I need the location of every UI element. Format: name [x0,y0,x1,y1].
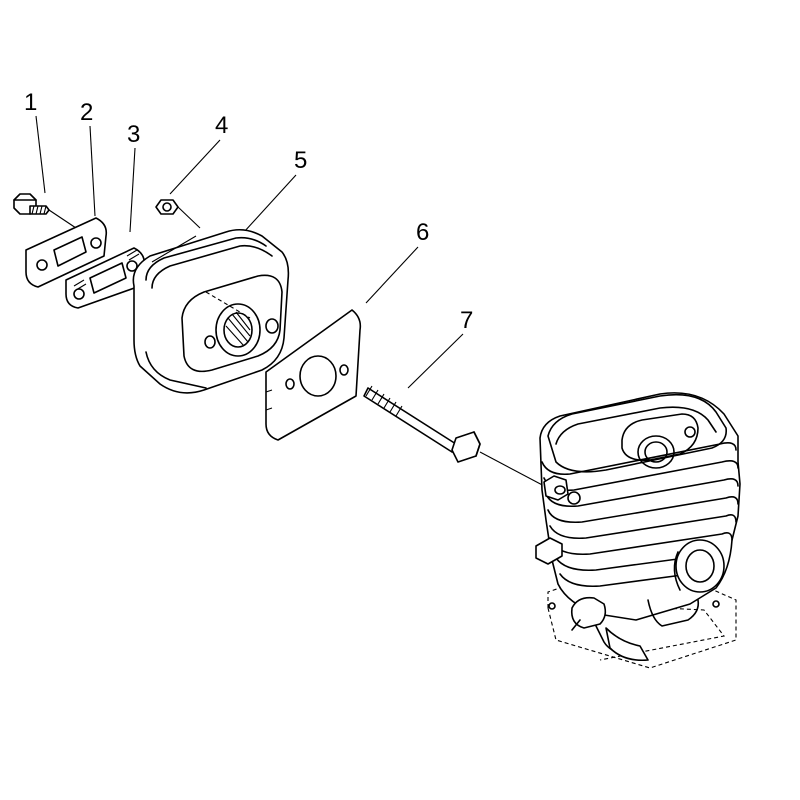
leader-line-7 [407,333,464,389]
callout-5: 5 [243,147,307,233]
callout-label-7: 7 [460,307,473,334]
gasket-part [265,309,362,441]
front-plate-part [25,217,108,288]
callout-3: 3 [127,121,140,233]
callout-7: 7 [407,307,473,389]
callout-6: 6 [365,219,429,304]
leader-line-1 [35,115,46,194]
leader-line-6 [365,246,419,304]
callout-1: 1 [24,89,46,194]
bolt-part [363,385,549,489]
leader-line-3 [129,147,136,233]
leader-line-5 [243,174,297,233]
engine-cylinder [535,392,741,669]
callout-label-4: 4 [215,112,228,139]
callout-label-3: 3 [127,121,140,148]
gasket-plate-part [65,247,146,309]
muffler-part [132,228,290,394]
leader-line-2 [89,125,96,217]
callout-4: 4 [169,112,228,195]
callout-label-2: 2 [80,99,93,126]
callout-2: 2 [80,99,96,217]
leader-line-4 [169,139,221,195]
nut-part [155,199,201,229]
callout-label-5: 5 [294,147,307,174]
callout-label-1: 1 [24,89,37,116]
callout-label-6: 6 [416,219,429,246]
